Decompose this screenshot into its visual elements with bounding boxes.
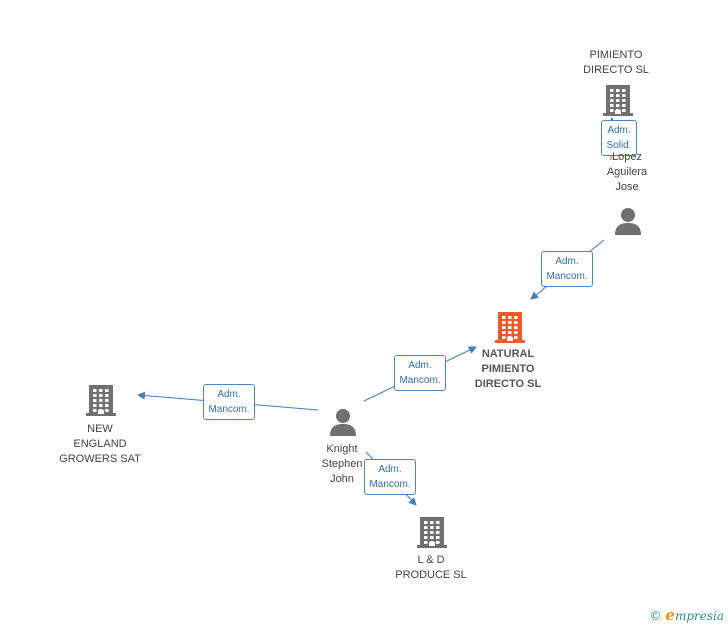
node-label-natural[interactable]: NATURAL PIMIENTO DIRECTO SL — [474, 348, 542, 390]
brand-logo-initial: e — [665, 606, 675, 624]
brand-logo-text: mpresia — [674, 609, 724, 623]
building-icon[interactable] — [85, 383, 117, 422]
node-label-pimiento[interactable]: PIMIENTO DIRECTO SL — [583, 49, 649, 76]
building-icon[interactable] — [602, 83, 634, 122]
person-icon[interactable] — [328, 408, 358, 441]
node-label-lopez[interactable]: Lopez Aguilera Jose — [606, 151, 648, 193]
edge-role-label[interactable]: Adm. Mancom. — [364, 459, 416, 495]
building-icon[interactable] — [416, 515, 448, 554]
building-icon[interactable] — [494, 310, 526, 349]
edge-role-label[interactable]: Adm. Mancom. — [541, 251, 593, 287]
node-label-ld[interactable]: L & D PRODUCE SL — [395, 554, 467, 581]
person-icon[interactable] — [613, 207, 643, 240]
copyright-symbol: © — [649, 609, 662, 623]
node-label-knight[interactable]: Knight Stephen John — [321, 443, 363, 485]
edge-role-label[interactable]: Adm. Mancom. — [203, 384, 255, 420]
node-label-newengland[interactable]: NEW ENGLAND GROWERS SAT — [59, 423, 141, 465]
brand-footer: ©empresia — [649, 606, 724, 624]
edge-role-label[interactable]: Adm. Mancom. — [394, 355, 446, 391]
edge-role-label[interactable]: Adm. Solid. — [601, 120, 637, 156]
